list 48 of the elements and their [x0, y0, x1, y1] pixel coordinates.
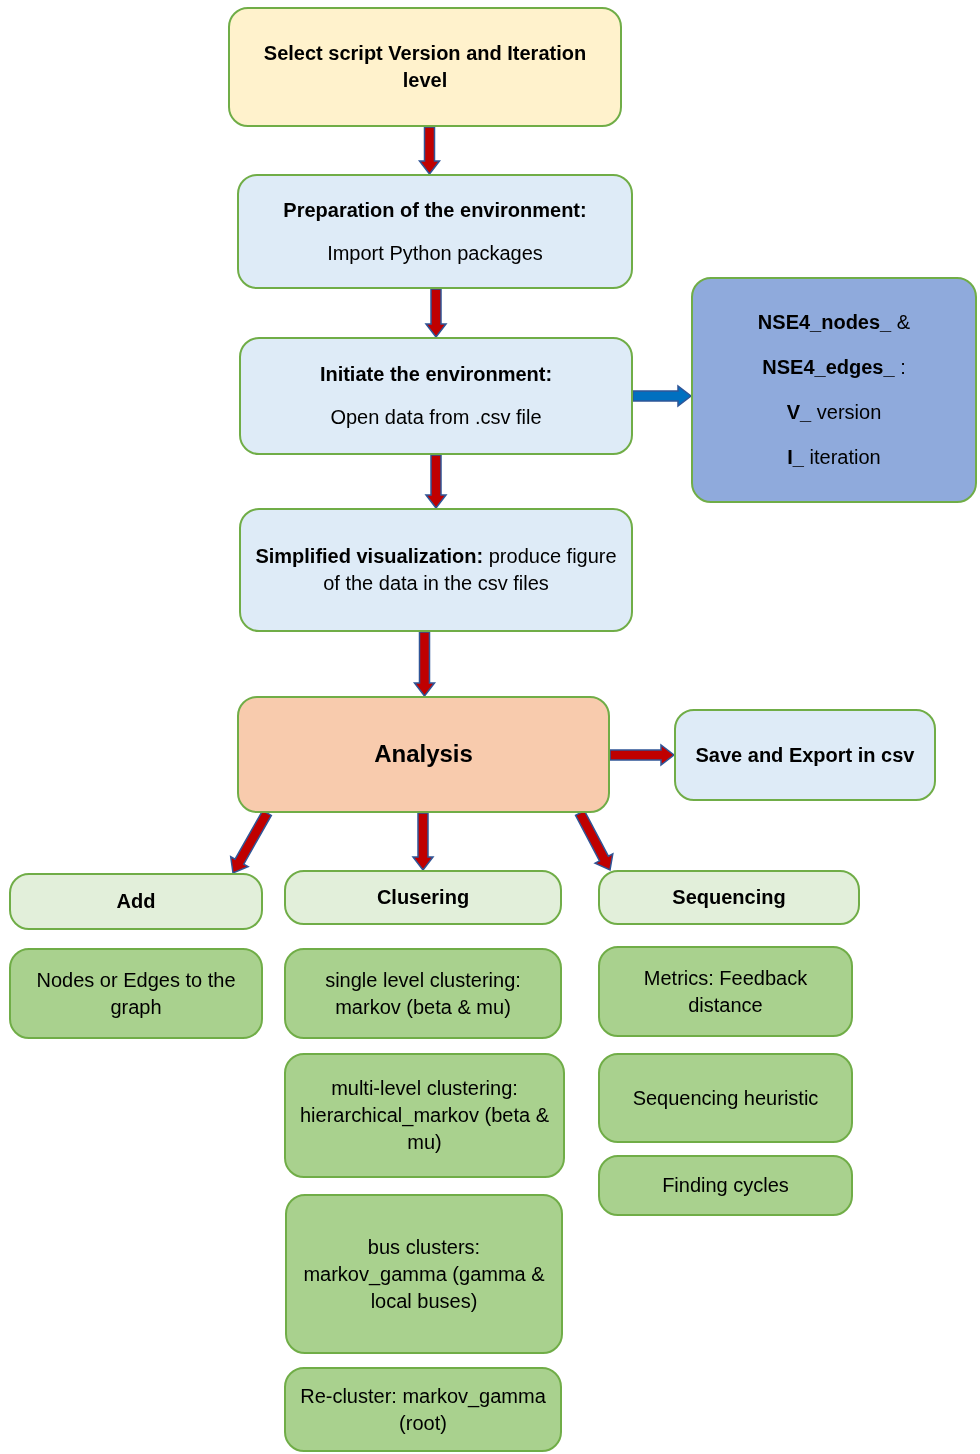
box-text: Re-cluster: markov_gamma (root) — [300, 1383, 546, 1436]
box-text: Simplified visualization: produce figure of the data in the csv files — [255, 544, 617, 596]
block-arrow — [412, 631, 437, 698]
box-text: Import Python packages — [327, 240, 543, 266]
box-text: V_ version — [786, 400, 882, 425]
category-box — [9, 873, 263, 930]
method-box — [598, 1155, 853, 1216]
box-text: Clusering — [376, 885, 470, 910]
block-arrow — [424, 288, 448, 339]
box-text: Add — [116, 889, 156, 914]
box-text: Sequencing heuristic — [632, 1085, 819, 1111]
data-files-box — [691, 277, 977, 503]
method-box — [284, 1053, 565, 1178]
box-text: Nodes or Edges to the graph — [35, 967, 237, 1020]
box-text: NSE4_edges_ : — [762, 355, 906, 380]
method-box — [598, 946, 853, 1037]
method-box — [598, 1053, 853, 1143]
box-text: Save and Export in csv — [695, 742, 915, 768]
block-arrow — [632, 384, 693, 408]
box-text: bus clusters: markov_gamma (gamma & local buses) — [302, 1234, 546, 1314]
box-text: Sequencing — [672, 885, 786, 910]
box-text: multi-level clustering: hierarchical_markov (beta & mu) — [300, 1076, 549, 1155]
box-heading: Initiate the environment: — [319, 362, 553, 387]
start-box — [228, 7, 622, 127]
block-arrow — [411, 812, 435, 872]
analysis-box — [237, 696, 610, 813]
box-heading: Preparation of the environment: — [283, 197, 587, 223]
block-arrow — [609, 743, 676, 767]
process-box — [237, 174, 633, 289]
category-box — [284, 870, 562, 925]
method-box — [9, 948, 263, 1039]
process-box — [674, 709, 936, 801]
box-text: Analysis — [374, 739, 473, 770]
process-box — [239, 508, 633, 632]
method-box — [284, 948, 562, 1039]
method-box — [284, 1367, 562, 1452]
process-box — [239, 337, 633, 455]
box-text: I_ iteration — [787, 445, 881, 470]
block-arrow — [417, 126, 442, 176]
box-text: Finding cycles — [662, 1173, 789, 1198]
box-text: Open data from .csv file — [330, 405, 542, 430]
category-box — [598, 870, 860, 925]
block-arrow — [424, 454, 448, 510]
method-box — [285, 1194, 563, 1354]
box-text: single level clustering: markov (beta & mu) — [324, 967, 522, 1020]
box-text: Metrics: Feedback distance — [642, 965, 809, 1018]
box-text: Select script Version and Iteration level — [262, 41, 588, 93]
box-text: NSE4_nodes_ & — [757, 310, 911, 335]
